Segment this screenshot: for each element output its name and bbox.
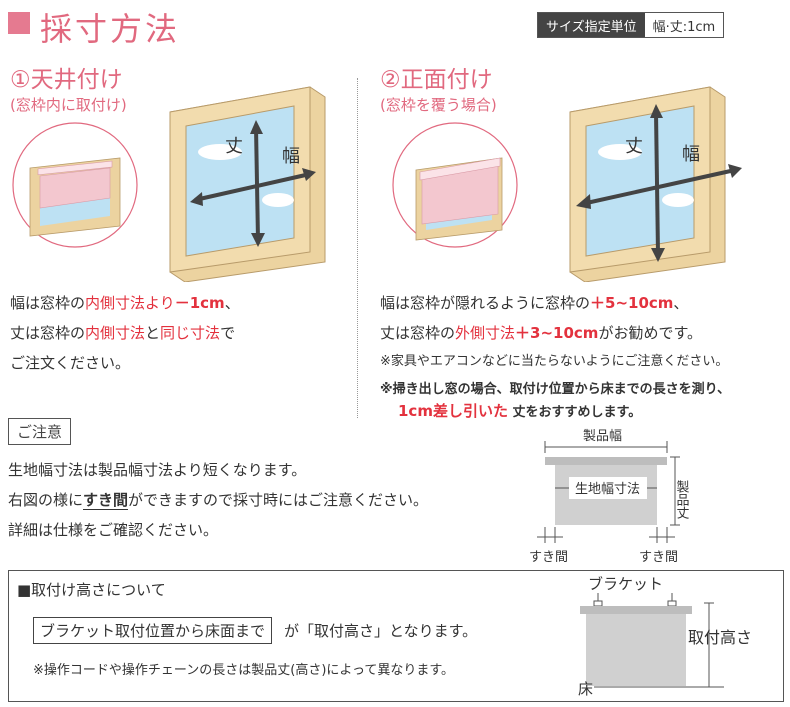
section2-note3: 1cm差し引いた 丈をおすすめします。 bbox=[398, 400, 641, 421]
caution-line1: 生地幅寸法は製品幅寸法より短くなります。 bbox=[8, 461, 307, 479]
title-marker bbox=[8, 12, 30, 34]
section2-window-illustration: 丈 幅 bbox=[569, 86, 742, 282]
product-height-label: 製品丈 bbox=[674, 480, 690, 519]
unit-badge: サイズ指定単位 幅·丈:1cm bbox=[537, 12, 725, 38]
s1-l2d: 同じ寸法 bbox=[160, 324, 221, 342]
caution-line3: 詳細は仕様をご確認ください。 bbox=[8, 521, 219, 539]
s2-l1a: 幅は窓枠が隠れるように窓枠の bbox=[380, 294, 591, 312]
s2-l2b: 外側寸法 bbox=[455, 324, 516, 342]
section1-title: ①天井付け bbox=[10, 67, 123, 93]
section1-width-label: 幅 bbox=[282, 146, 300, 167]
s1-l2e: で bbox=[220, 324, 236, 342]
mount-height-after: が「取付高さ」となります。 bbox=[284, 622, 478, 640]
section2-text: 幅は窓枠が隠れるように窓枠の＋5~10cm、 丈は窓枠の外側寸法＋3~10cmが… bbox=[380, 288, 785, 348]
s2-l2a: 丈は窓枠の bbox=[380, 324, 456, 342]
caution-l2a: 右図の様に bbox=[8, 491, 84, 509]
mount-height-title: ■取付け高さについて bbox=[17, 581, 166, 599]
mount-height-diagram: ブラケット 取付高さ 床 bbox=[578, 575, 752, 698]
section1-subtitle: (窓枠内に取付け) bbox=[10, 96, 127, 114]
section2-closeup-illustration bbox=[392, 122, 518, 248]
s1-l1d: 、 bbox=[224, 294, 240, 312]
gap-left-label: すき間 bbox=[529, 550, 568, 565]
s1-l2c: と bbox=[145, 324, 161, 342]
s1-l1b: 内側寸法より bbox=[85, 294, 175, 312]
bracket-label: ブラケット bbox=[588, 575, 663, 593]
bracket-to-floor-label: ブラケット取付位置から床面まで bbox=[33, 617, 273, 644]
s1-l2a: 丈は窓枠の bbox=[10, 324, 86, 342]
section2-note2: ※掃き出し窓の場合、取付け位置から床までの長さを測り、 bbox=[380, 382, 731, 397]
section2-width-label: 幅 bbox=[682, 144, 700, 165]
section2-note1: ※家具やエアコンなどに当たらないようにご注意ください。 bbox=[380, 354, 729, 369]
unit-label: サイズ指定単位 bbox=[538, 13, 645, 37]
product-width-label: 製品幅 bbox=[583, 429, 622, 444]
s2-n3b: 丈をおすすめします。 bbox=[512, 405, 642, 420]
gap-diagram: 製品幅 生地幅寸法 製品丈 すき間 すき間 bbox=[529, 429, 690, 565]
caution-text: 生地幅寸法は製品幅寸法より短くなります。 右図の様にすき間ができますので採寸時に… bbox=[8, 455, 518, 545]
s2-l2d: がお勧めです。 bbox=[598, 324, 702, 342]
section2-height-label: 丈 bbox=[625, 136, 643, 157]
unit-value: 幅·丈:1cm bbox=[652, 20, 716, 35]
section-divider bbox=[357, 78, 358, 418]
section2-title: ②正面付け bbox=[380, 67, 493, 93]
caution-l2b: すき間 bbox=[83, 491, 129, 510]
section1-height-label: 丈 bbox=[225, 136, 243, 157]
gap-right-label: すき間 bbox=[639, 550, 678, 565]
caution-label: ご注意 bbox=[8, 418, 72, 445]
s2-l1b: ＋5~10cm bbox=[590, 294, 674, 312]
mount-height-box: ■取付け高さについて ブラケット取付位置から床面まで が「取付高さ」となります。… bbox=[8, 570, 784, 702]
caution-l2c: ができますので採寸時にはご注意ください。 bbox=[128, 491, 429, 509]
s1-l1a: 幅は窓枠の bbox=[10, 294, 86, 312]
s1-l3: ご注文ください。 bbox=[10, 354, 131, 372]
mount-height-line: ブラケット取付位置から床面まで が「取付高さ」となります。 bbox=[33, 617, 477, 644]
s1-l1c: －1cm bbox=[174, 294, 225, 312]
height-label: 取付高さ bbox=[688, 628, 752, 647]
fabric-width-label: 生地幅寸法 bbox=[575, 482, 640, 497]
mount-height-note: ※操作コードや操作チェーンの長さは製品丈(高さ)によって異なります。 bbox=[33, 663, 455, 678]
s2-l1c: 、 bbox=[673, 294, 689, 312]
section1-text: 幅は窓枠の内側寸法より－1cm、 丈は窓枠の内側寸法と同じ寸法で ご注文ください… bbox=[10, 288, 350, 378]
section2-subtitle: (窓枠を覆う場合) bbox=[380, 96, 497, 114]
section1-closeup-illustration bbox=[12, 122, 138, 248]
s2-l2c: ＋3~10cm bbox=[515, 324, 599, 342]
floor-label: 床 bbox=[578, 680, 593, 698]
s2-n3a: 1cm差し引いた bbox=[398, 402, 508, 420]
section1-window-illustration: 丈 幅 bbox=[169, 86, 326, 282]
page-title: 採寸方法 bbox=[40, 10, 181, 48]
s1-l2b: 内側寸法 bbox=[85, 324, 146, 342]
